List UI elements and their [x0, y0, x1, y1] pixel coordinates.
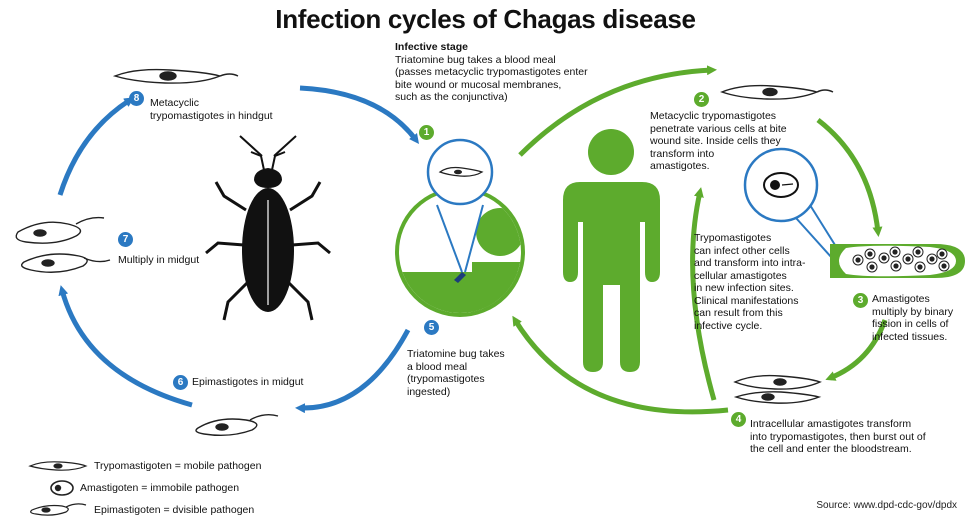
blue-arrow-7 — [60, 100, 130, 195]
step-3-badge: 3 — [853, 293, 868, 308]
step-5-line: (trypomastigotes — [407, 373, 505, 386]
step-1-badge: 1 — [419, 125, 434, 140]
step-5-text: Triatomine bug takes a blood meal (trypo… — [407, 348, 505, 398]
center-note-line: Trypomastigotes — [694, 232, 805, 245]
step-2-line: penetrate various cells at bite — [650, 123, 787, 136]
legend-trypomastigote-icon — [30, 462, 86, 470]
step-6-text: Epimastigotes in midgut — [192, 376, 303, 389]
source-credit: Source: www.dpd-cdc-gov/dpdx — [816, 500, 957, 511]
center-note-line: in new infection sites. — [694, 282, 805, 295]
step-1-text: Infective stage Triatomine bug takes a b… — [395, 41, 588, 104]
step-8-line: Metacyclic — [150, 97, 273, 110]
step-7-text: Multiply in midgut — [118, 254, 199, 267]
legend-amastigote-icon — [51, 481, 73, 495]
step-5-badge: 5 — [424, 320, 439, 335]
step-3-line: Amastigotes — [872, 293, 953, 306]
step-1-line: such as the conjunctiva) — [395, 91, 588, 104]
step-6-line: Epimastigotes in midgut — [192, 376, 303, 389]
step-2-text: Metacyclic trypomastigotes penetrate var… — [650, 110, 787, 173]
center-note-line: infective cycle. — [694, 320, 805, 333]
trypomastigote-icon-top-right — [722, 86, 833, 100]
step-4-badge: 4 — [731, 412, 746, 427]
human-figure-icon — [563, 129, 660, 372]
step-3-line: multiply by binary — [872, 306, 953, 319]
step-1-line: bite wound or mucosal membranes, — [395, 79, 588, 92]
epimastigote-icon-left — [16, 218, 110, 273]
step-3-line: fission in cells of — [872, 318, 953, 331]
step-5-line: Triatomine bug takes — [407, 348, 505, 361]
triatomine-bug-icon — [206, 136, 330, 320]
step-8-text: Metacyclic trypomastigotes in hindgut — [150, 97, 273, 122]
trypomastigote-icon-top-left — [115, 70, 238, 84]
step-6-badge: 6 — [173, 375, 188, 390]
green-arrow-2b — [818, 120, 878, 232]
legend-epimastigote-text: Epimastigoten = dvisible pathogen — [94, 504, 254, 517]
legend-epimastigote-icon — [31, 504, 86, 515]
step-1-line: (passes metacyclic trypomastigotes enter — [395, 66, 588, 79]
step-5-line: ingested) — [407, 386, 505, 399]
step-1-line: Triatomine bug takes a blood meal — [395, 54, 588, 67]
center-note-line: Clinical manifestations — [694, 295, 805, 308]
bite-site-icon — [395, 140, 528, 322]
trypomastigote-icon-step4 — [735, 376, 820, 404]
step-2-line: amastigotes. — [650, 160, 787, 173]
step-2-line: transform into — [650, 148, 787, 161]
epimastigote-icon-bottom — [196, 415, 278, 436]
center-note: Trypomastigotes can infect other cells a… — [694, 232, 805, 332]
center-note-line: cellular amastigotes — [694, 270, 805, 283]
step-4-line: into trypomastigotes, then burst out of — [750, 431, 926, 444]
step-5-line: a blood meal — [407, 361, 505, 374]
step-3-line: infected tissues. — [872, 331, 953, 344]
step-4-text: Intracellular amastigotes transform into… — [750, 418, 926, 456]
step-3-text: Amastigotes multiply by binary fission i… — [872, 293, 953, 343]
infected-tissue-cell-icon — [830, 244, 965, 278]
blue-arrow-6 — [62, 290, 192, 405]
legend-amastigote-text: Amastigoten = immobile pathogen — [80, 482, 239, 495]
step-1-heading: Infective stage — [395, 41, 588, 54]
step-8-badge: 8 — [129, 91, 144, 106]
step-7-line: Multiply in midgut — [118, 254, 199, 267]
step-2-line: Metacyclic trypomastigotes — [650, 110, 787, 123]
center-note-line: and transform into intra- — [694, 257, 805, 270]
step-4-line: the cell and enter the bloodstream. — [750, 443, 926, 456]
center-note-line: can infect other cells — [694, 245, 805, 258]
center-note-line: can result from this — [694, 307, 805, 320]
step-2-line: wound site. Inside cells they — [650, 135, 787, 148]
step-7-badge: 7 — [118, 232, 133, 247]
blue-arrow-5 — [300, 330, 408, 408]
step-2-badge: 2 — [694, 92, 709, 107]
step-8-line: trypomastigotes in hindgut — [150, 110, 273, 123]
page-title: Infection cycles of Chagas disease — [0, 4, 971, 35]
step-4-line: Intracellular amastigotes transform — [750, 418, 926, 431]
legend-trypomastigote-text: Trypomastigoten = mobile pathogen — [94, 460, 261, 473]
